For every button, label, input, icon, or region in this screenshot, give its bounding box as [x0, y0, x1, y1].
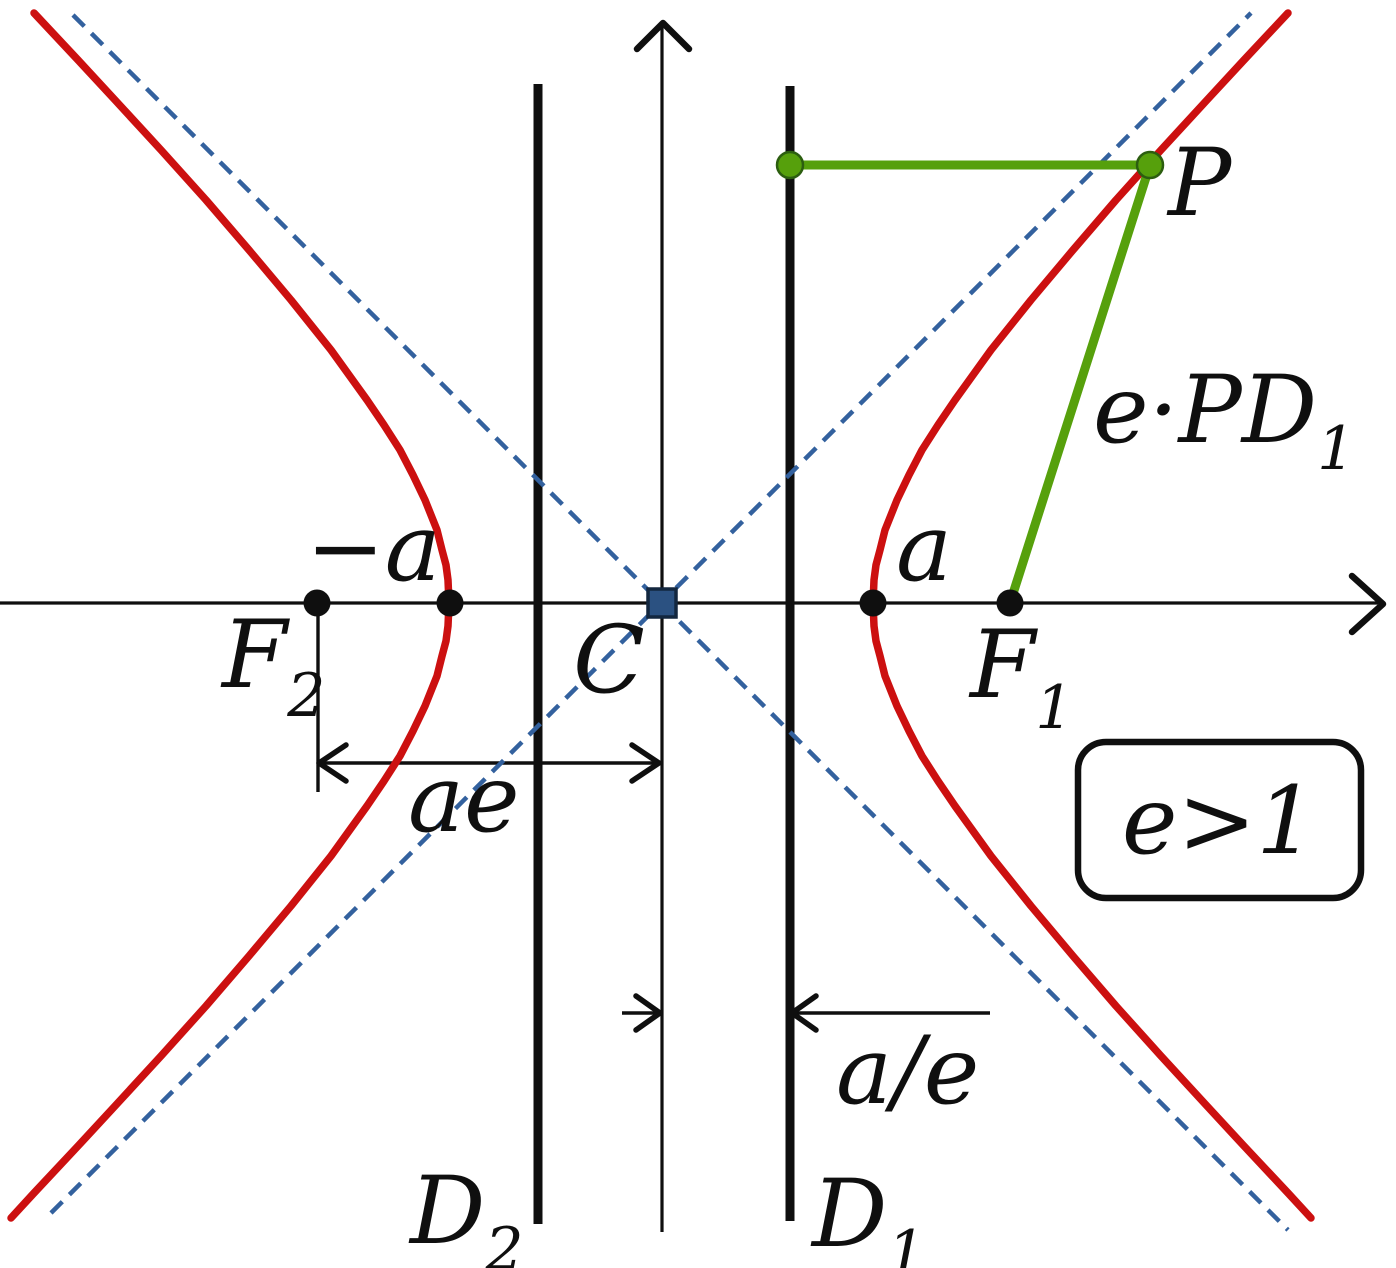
- label-f1: F1: [968, 611, 1073, 743]
- label-c: C: [573, 606, 645, 715]
- label-a: a: [896, 494, 952, 603]
- label-a-over-e: a/e: [836, 1017, 979, 1126]
- label-ae: ae: [408, 745, 520, 854]
- label-e-greater-1: e>1: [1122, 767, 1316, 876]
- label-p: P: [1166, 129, 1233, 238]
- point-p-marker: [1135, 150, 1165, 180]
- vertex-left-marker: [436, 589, 464, 617]
- dim-ae-right-arrow-icon: [629, 742, 662, 784]
- focus-f2-marker: [303, 589, 331, 617]
- eccentricity-box: [1074, 738, 1365, 902]
- label-e-pd1: e·PD1: [1093, 356, 1355, 484]
- asymptote-falling: [71, 13, 1290, 1232]
- dim-ae-left-arrow-icon: [316, 742, 349, 784]
- label-f2: F2: [220, 601, 325, 731]
- dim-aoe-left-arrow-icon: [633, 993, 663, 1033]
- focus-f1-marker: [996, 589, 1024, 617]
- vertex-right-marker: [859, 589, 887, 617]
- label-d2: D2: [408, 1157, 524, 1268]
- label-d1: D1: [810, 1160, 926, 1268]
- asymptote-rising: [49, 11, 1253, 1215]
- label-minus-a: −a: [306, 494, 441, 603]
- foot-point-on-directrix: [775, 150, 805, 180]
- y-axis-arrow-icon: [633, 19, 693, 53]
- center-marker: [646, 587, 678, 619]
- x-axis-arrow-icon: [1348, 572, 1387, 636]
